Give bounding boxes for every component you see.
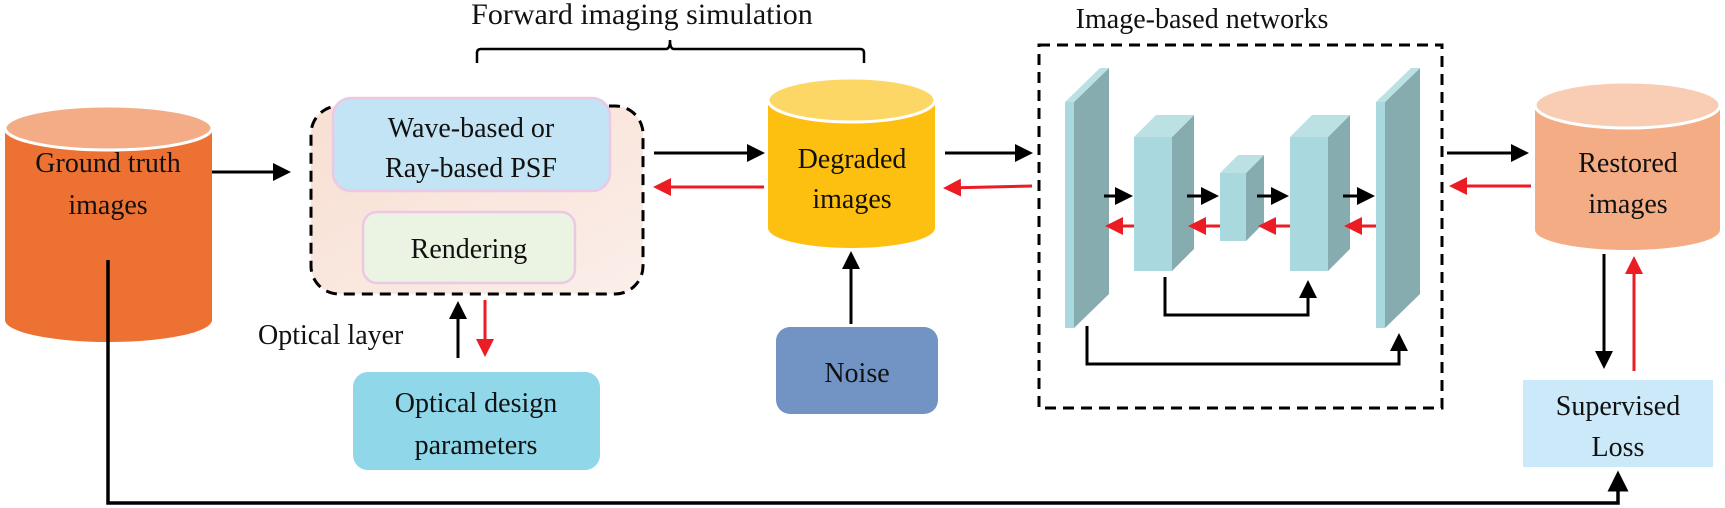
degraded-top <box>766 76 937 124</box>
forward-simulation-bracket <box>475 39 866 63</box>
optical-layer-label: Optical layer <box>258 320 404 351</box>
arrow-gt-to-loss <box>106 260 1629 505</box>
optical-params-label-line1: Optical design <box>395 388 558 419</box>
degraded-images-cylinder: Degraded images <box>766 76 937 249</box>
layer-side-face <box>1328 115 1350 271</box>
degraded-body <box>768 100 935 249</box>
network-layer-4 <box>1290 115 1350 271</box>
layer-front-face <box>1134 137 1172 271</box>
arrow-network-to-degraded-backward <box>943 178 1033 197</box>
psf-label-line2: Ray-based PSF <box>385 153 557 184</box>
network-layer-2 <box>1134 115 1194 271</box>
network-layer-5 <box>1376 68 1420 328</box>
ground-truth-label-line2: images <box>68 190 147 221</box>
noise-label: Noise <box>824 358 889 389</box>
optical-design-parameters-box <box>353 372 600 470</box>
ground-truth-top <box>3 104 214 152</box>
skip-connection-outer <box>1085 326 1408 366</box>
rendering-box <box>361 210 577 285</box>
layer-front-face <box>1376 102 1385 328</box>
supervised-loss-box <box>1523 380 1713 467</box>
layer-side-face <box>1172 115 1194 271</box>
layer-top-face <box>1065 68 1109 102</box>
layer-side-face <box>1074 68 1109 328</box>
loss-label-line2: Loss <box>1592 432 1645 463</box>
layer-front-face <box>1220 173 1246 241</box>
layer-top-face <box>1290 115 1350 137</box>
layer-top-face <box>1376 68 1420 102</box>
restored-label-line2: images <box>1588 189 1667 220</box>
restored-images-cylinder: Restored images <box>1533 80 1722 250</box>
loss-label-line1: Supervised <box>1556 391 1680 422</box>
restored-label-line1: Restored <box>1578 148 1678 179</box>
optical-params-label-line2: parameters <box>415 430 538 461</box>
network-layers <box>1065 68 1420 328</box>
layer-top-face <box>1220 155 1264 173</box>
networks-title: Image-based networks <box>1076 4 1329 35</box>
ground-truth-body <box>5 130 212 342</box>
network-layer-3 <box>1220 155 1264 241</box>
network-layer-1 <box>1065 68 1109 328</box>
layer-front-face <box>1290 137 1328 271</box>
ground-truth-images-cylinder: Ground truth images <box>3 104 214 342</box>
skip-connection-inner <box>1163 277 1317 317</box>
ground-truth-label-line1: Ground truth <box>35 148 180 179</box>
degraded-label-line1: Degraded <box>798 144 907 175</box>
restored-body <box>1535 104 1720 250</box>
layer-side-face <box>1385 68 1420 328</box>
forward-simulation-title: Forward imaging simulation <box>471 0 813 31</box>
layer-top-face <box>1134 115 1194 137</box>
psf-box <box>331 96 612 193</box>
psf-label-line1: Wave-based or <box>388 113 555 144</box>
degraded-label-line2: images <box>812 184 891 215</box>
restored-top <box>1533 80 1722 130</box>
network-box <box>1037 43 1444 410</box>
noise-box <box>776 327 938 414</box>
layer-front-face <box>1065 102 1074 328</box>
rendering-label: Rendering <box>411 234 528 265</box>
